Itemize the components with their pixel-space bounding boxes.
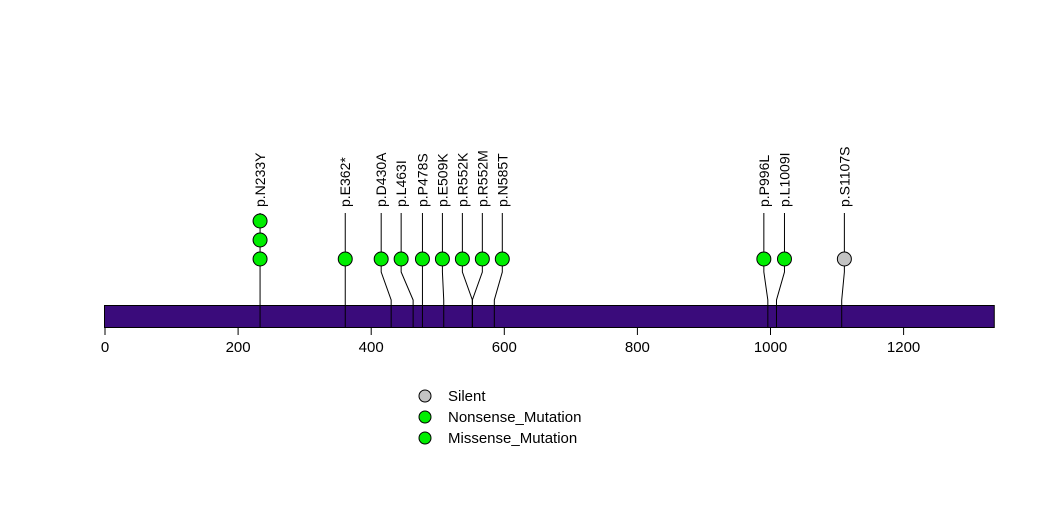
- lollipop-stem: [763, 213, 769, 328]
- mutation-marker: [373, 251, 389, 267]
- legend-label: Silent: [448, 388, 486, 405]
- mutation-label: p.R552M: [474, 150, 490, 207]
- mutation-marker: [454, 251, 470, 267]
- mutation-marker: [252, 232, 268, 248]
- lollipop-stem: [471, 213, 483, 328]
- lollipop-stem: [493, 213, 503, 328]
- legend-label: Nonsense_Mutation: [448, 409, 581, 426]
- mutation-label: p.E362*: [337, 157, 353, 207]
- legend-swatch: [418, 389, 432, 403]
- mutation-label: p.P996L: [756, 155, 772, 207]
- axis-tick-label: 200: [226, 339, 251, 356]
- legend-swatch: [418, 410, 432, 424]
- mutation-marker: [474, 251, 490, 267]
- mutation-marker: [494, 251, 510, 267]
- protein-bar: [104, 305, 995, 328]
- mutation-marker: [252, 251, 268, 267]
- legend-label: Missense_Mutation: [448, 430, 577, 447]
- lollipop-stem: [441, 213, 445, 328]
- axis-tick-label: 0: [101, 339, 109, 356]
- axis-tick-label: 400: [359, 339, 384, 356]
- axis-tick-label: 800: [625, 339, 650, 356]
- mutation-marker: [756, 251, 772, 267]
- mutation-label: p.E509K: [434, 153, 450, 207]
- mutation-marker: [836, 251, 852, 267]
- mutation-label: p.P478S: [414, 153, 430, 207]
- lollipop-stem: [380, 213, 392, 328]
- mutation-marker: [776, 251, 792, 267]
- mutation-marker: [393, 251, 409, 267]
- lollipop-stem: [775, 213, 785, 328]
- mutation-label: p.D430A: [373, 152, 389, 207]
- axis-tick-label: 1200: [887, 339, 920, 356]
- mutation-label: p.L463I: [393, 160, 409, 207]
- mutation-marker: [434, 251, 450, 267]
- mutation-label: p.S1107S: [836, 147, 852, 207]
- axis-tick-label: 600: [492, 339, 517, 356]
- lollipop-stem: [841, 213, 845, 328]
- mutation-label: p.N233Y: [252, 152, 268, 207]
- mutation-marker: [252, 213, 268, 229]
- mutation-label: p.L1009I: [776, 153, 792, 208]
- legend-swatch: [418, 431, 432, 445]
- mutation-label: p.R552K: [454, 152, 470, 207]
- mutation-marker: [337, 251, 353, 267]
- lollipop-stem: [400, 213, 414, 328]
- mutation-marker: [414, 251, 430, 267]
- mutation-label: p.N585T: [494, 153, 510, 207]
- axis-tick-label: 1000: [754, 339, 787, 356]
